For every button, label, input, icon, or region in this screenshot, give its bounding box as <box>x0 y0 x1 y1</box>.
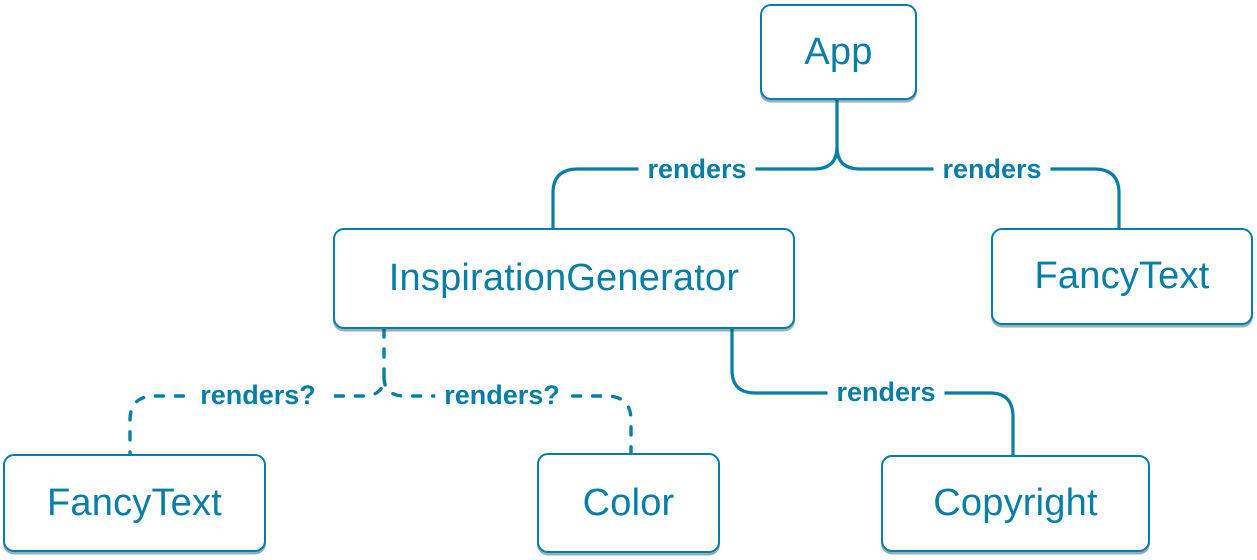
edge-label-renders-app-inspiration-generator: renders <box>638 154 756 183</box>
node-app: App <box>760 4 917 100</box>
node-copyright-label: Copyright <box>933 482 1098 524</box>
node-fancy-text-top: FancyText <box>991 228 1253 325</box>
node-inspiration-generator: InspirationGenerator <box>333 228 795 329</box>
edge-label-renders-copyright: renders <box>827 377 945 406</box>
node-color: Color <box>537 453 720 553</box>
edge-inspiration-generator-to-color <box>382 375 633 455</box>
node-copyright: Copyright <box>881 455 1150 552</box>
edge-label-renders-app-fancy-text: renders <box>933 154 1051 183</box>
node-app-label: App <box>804 30 873 73</box>
edge-app-to-fancy-text-top <box>835 146 1121 228</box>
edge-label-renders-question-fancy-text: renders? <box>191 380 325 409</box>
node-fancy-text-left: FancyText <box>3 454 266 552</box>
node-inspiration-generator-label: InspirationGenerator <box>388 257 740 299</box>
node-fancy-text-left-label: FancyText <box>47 481 222 524</box>
node-fancy-text-top-label: FancyText <box>1034 255 1210 297</box>
edge-label-renders-question-color: renders? <box>435 380 569 409</box>
node-color-label: Color <box>582 481 675 524</box>
